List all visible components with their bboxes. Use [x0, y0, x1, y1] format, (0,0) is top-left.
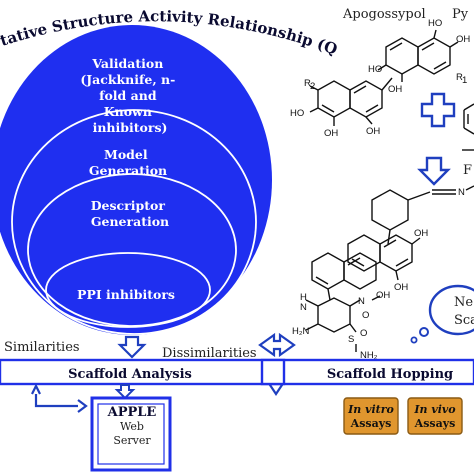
- hopped-structure: N OH OH H N H₂N N OH O S O NH₂: [292, 185, 474, 361]
- bubble-line-1: Ne: [454, 295, 473, 310]
- bubble-line-2: Sca: [454, 313, 474, 328]
- svg-text:HO: HO: [290, 108, 304, 119]
- new-scaffold-bubble: Ne Sca: [410, 284, 474, 344]
- svg-text:H₂N: H₂N: [292, 326, 310, 337]
- svg-text:S: S: [348, 334, 354, 345]
- down-arrow-icon: [417, 156, 451, 186]
- svg-text:OH: OH: [376, 290, 390, 301]
- validation-label: Validation (Jackknife, n- fold and Known…: [80, 56, 179, 135]
- apple-web-server: APPLE Web Server: [90, 396, 172, 472]
- svg-text:R: R: [304, 78, 311, 89]
- svg-text:N: N: [458, 187, 465, 198]
- qsar-ring-model: [11, 109, 257, 335]
- qsar-outer-ellipse: [0, 25, 272, 335]
- model-generation-label: Model Generation: [89, 147, 167, 178]
- scaffold-banner: [0, 358, 474, 386]
- scaffold-analysis-label: Scaffold Analysis: [68, 367, 192, 382]
- fragment-label-top: Py: [452, 7, 469, 22]
- dissimilarities-label: Dissimilarities: [162, 346, 257, 361]
- svg-text:N: N: [300, 302, 307, 313]
- svg-text:OH: OH: [388, 84, 402, 95]
- svg-text:N: N: [358, 296, 365, 307]
- ppi-inhibitors-label: PPI inhibitors: [77, 287, 175, 302]
- fragment-structure-right: F: [462, 103, 474, 178]
- scaffold-hopping-label: Scaffold Hopping: [327, 367, 453, 382]
- apple-line-1: Web: [120, 420, 144, 433]
- svg-text:R: R: [456, 72, 463, 83]
- svg-text:HO: HO: [428, 18, 442, 29]
- apple-line-2: Server: [113, 434, 151, 447]
- svg-text:H: H: [300, 292, 307, 303]
- qsar-ring-ppi: [45, 252, 211, 328]
- svg-text:O: O: [362, 310, 369, 321]
- svg-text:OH: OH: [414, 228, 428, 239]
- in-vivo-label: In vivo: [413, 403, 455, 416]
- down-arrow-to-apple-icon: [114, 384, 136, 400]
- svg-text:O: O: [360, 328, 367, 339]
- banner-divider: [260, 358, 286, 386]
- svg-text:OH: OH: [366, 126, 380, 137]
- in-vivo-assays-label: Assays: [414, 417, 456, 430]
- qsar-diagram: tative Structure Activity Relationship (…: [0, 0, 340, 335]
- down-arrow-to-analysis-icon: [117, 335, 147, 359]
- plus-icon: [420, 92, 456, 128]
- svg-text:2: 2: [310, 81, 315, 92]
- svg-text:OH: OH: [324, 128, 338, 139]
- in-vitro-assays-label: Assays: [350, 417, 392, 430]
- svg-text:NH₂: NH₂: [360, 350, 378, 361]
- qsar-ring-descriptor: [27, 173, 237, 327]
- in-vitro-assays-box: In vitro Assays: [343, 397, 399, 435]
- in-vivo-assays-box: In vivo Assays: [407, 397, 463, 435]
- svg-text:OH: OH: [456, 34, 470, 45]
- svg-text:HO: HO: [368, 64, 382, 75]
- feedback-arrow-icon: [31, 383, 88, 413]
- svg-text:OH: OH: [394, 282, 408, 293]
- descriptor-generation-label: Descriptor Generation: [91, 198, 170, 229]
- similarities-label: Similarities: [4, 340, 80, 355]
- fragment-label-right: F: [463, 163, 472, 178]
- in-vitro-label: In vitro: [347, 403, 394, 416]
- apple-title: APPLE: [107, 405, 157, 420]
- svg-text:1: 1: [462, 75, 467, 86]
- apogossypol-label: Apogossypol: [342, 7, 426, 22]
